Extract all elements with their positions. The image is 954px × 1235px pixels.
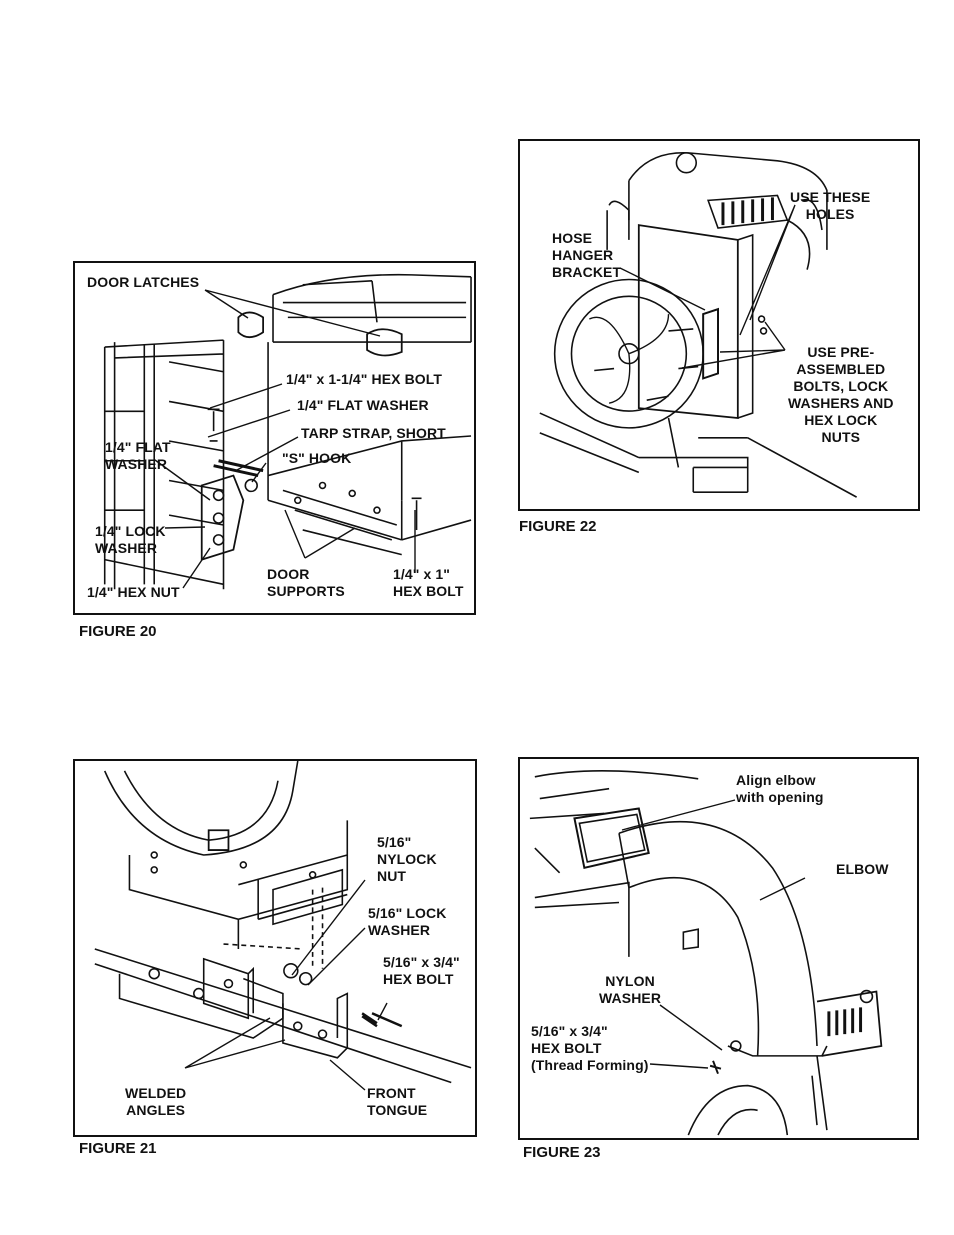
label-use-these-holes: USE THESE HOLES — [790, 189, 871, 222]
label-lock-washer-21: 5/16" LOCK WASHER — [368, 905, 447, 938]
label-front-tongue: FRONT TONGUE — [367, 1085, 428, 1118]
label-hex-bolt-23: 5/16" x 3/4" HEX BOLT (Thread Forming) — [531, 1023, 649, 1073]
label-flat-washer-right: 1/4" FLAT WASHER — [297, 397, 429, 413]
label-use-pre-assembled: USE PRE- ASSEMBLED BOLTS, LOCK WASHERS A… — [788, 344, 894, 445]
label-hex-bolt-21: 5/16" x 3/4" HEX BOLT — [383, 954, 460, 987]
label-align-elbow: Align elbow with opening — [736, 772, 824, 805]
caption-figure-20: FIGURE 20 — [79, 623, 157, 640]
figure-20-panel: DOOR LATCHES 1/4" x 1-1/4" HEX BOLT 1/4"… — [73, 261, 476, 615]
label-nylock-nut: 5/16" NYLOCK NUT — [377, 834, 437, 884]
figure-23-panel: Align elbow with opening ELBOW NYLON WAS… — [518, 757, 919, 1140]
label-elbow: ELBOW — [836, 861, 889, 877]
figure-21-illustration — [94, 761, 472, 1084]
label-hose-hanger-bracket: HOSE HANGER BRACKET — [552, 230, 622, 280]
label-door-supports: DOOR SUPPORTS — [267, 566, 345, 599]
figure-21-panel: 5/16" NYLOCK NUT 5/16" LOCK WASHER 5/16"… — [73, 759, 477, 1137]
figure-23-illustration — [529, 770, 883, 1136]
label-tarp-strap: TARP STRAP, SHORT — [301, 425, 446, 441]
label-flat-washer-left: 1/4" FLAT WASHER — [105, 439, 171, 472]
caption-figure-21: FIGURE 21 — [79, 1140, 157, 1157]
label-lock-washer: 1/4" LOCK WASHER — [95, 523, 166, 556]
caption-figure-22: FIGURE 22 — [519, 518, 597, 535]
label-hex-bolt-short: 1/4" x 1" HEX BOLT — [393, 566, 464, 599]
label-nylon-washer: NYLON WASHER — [599, 973, 662, 1006]
label-hex-nut: 1/4" HEX NUT — [87, 584, 180, 600]
caption-figure-23: FIGURE 23 — [523, 1144, 601, 1161]
label-door-latches: DOOR LATCHES — [87, 274, 200, 290]
label-welded-angles: WELDED ANGLES — [125, 1085, 187, 1118]
label-s-hook: "S" HOOK — [282, 450, 352, 466]
figure-22-panel: USE THESE HOLES HOSE HANGER BRACKET USE … — [518, 139, 920, 511]
label-hex-bolt-long: 1/4" x 1-1/4" HEX BOLT — [286, 371, 443, 387]
